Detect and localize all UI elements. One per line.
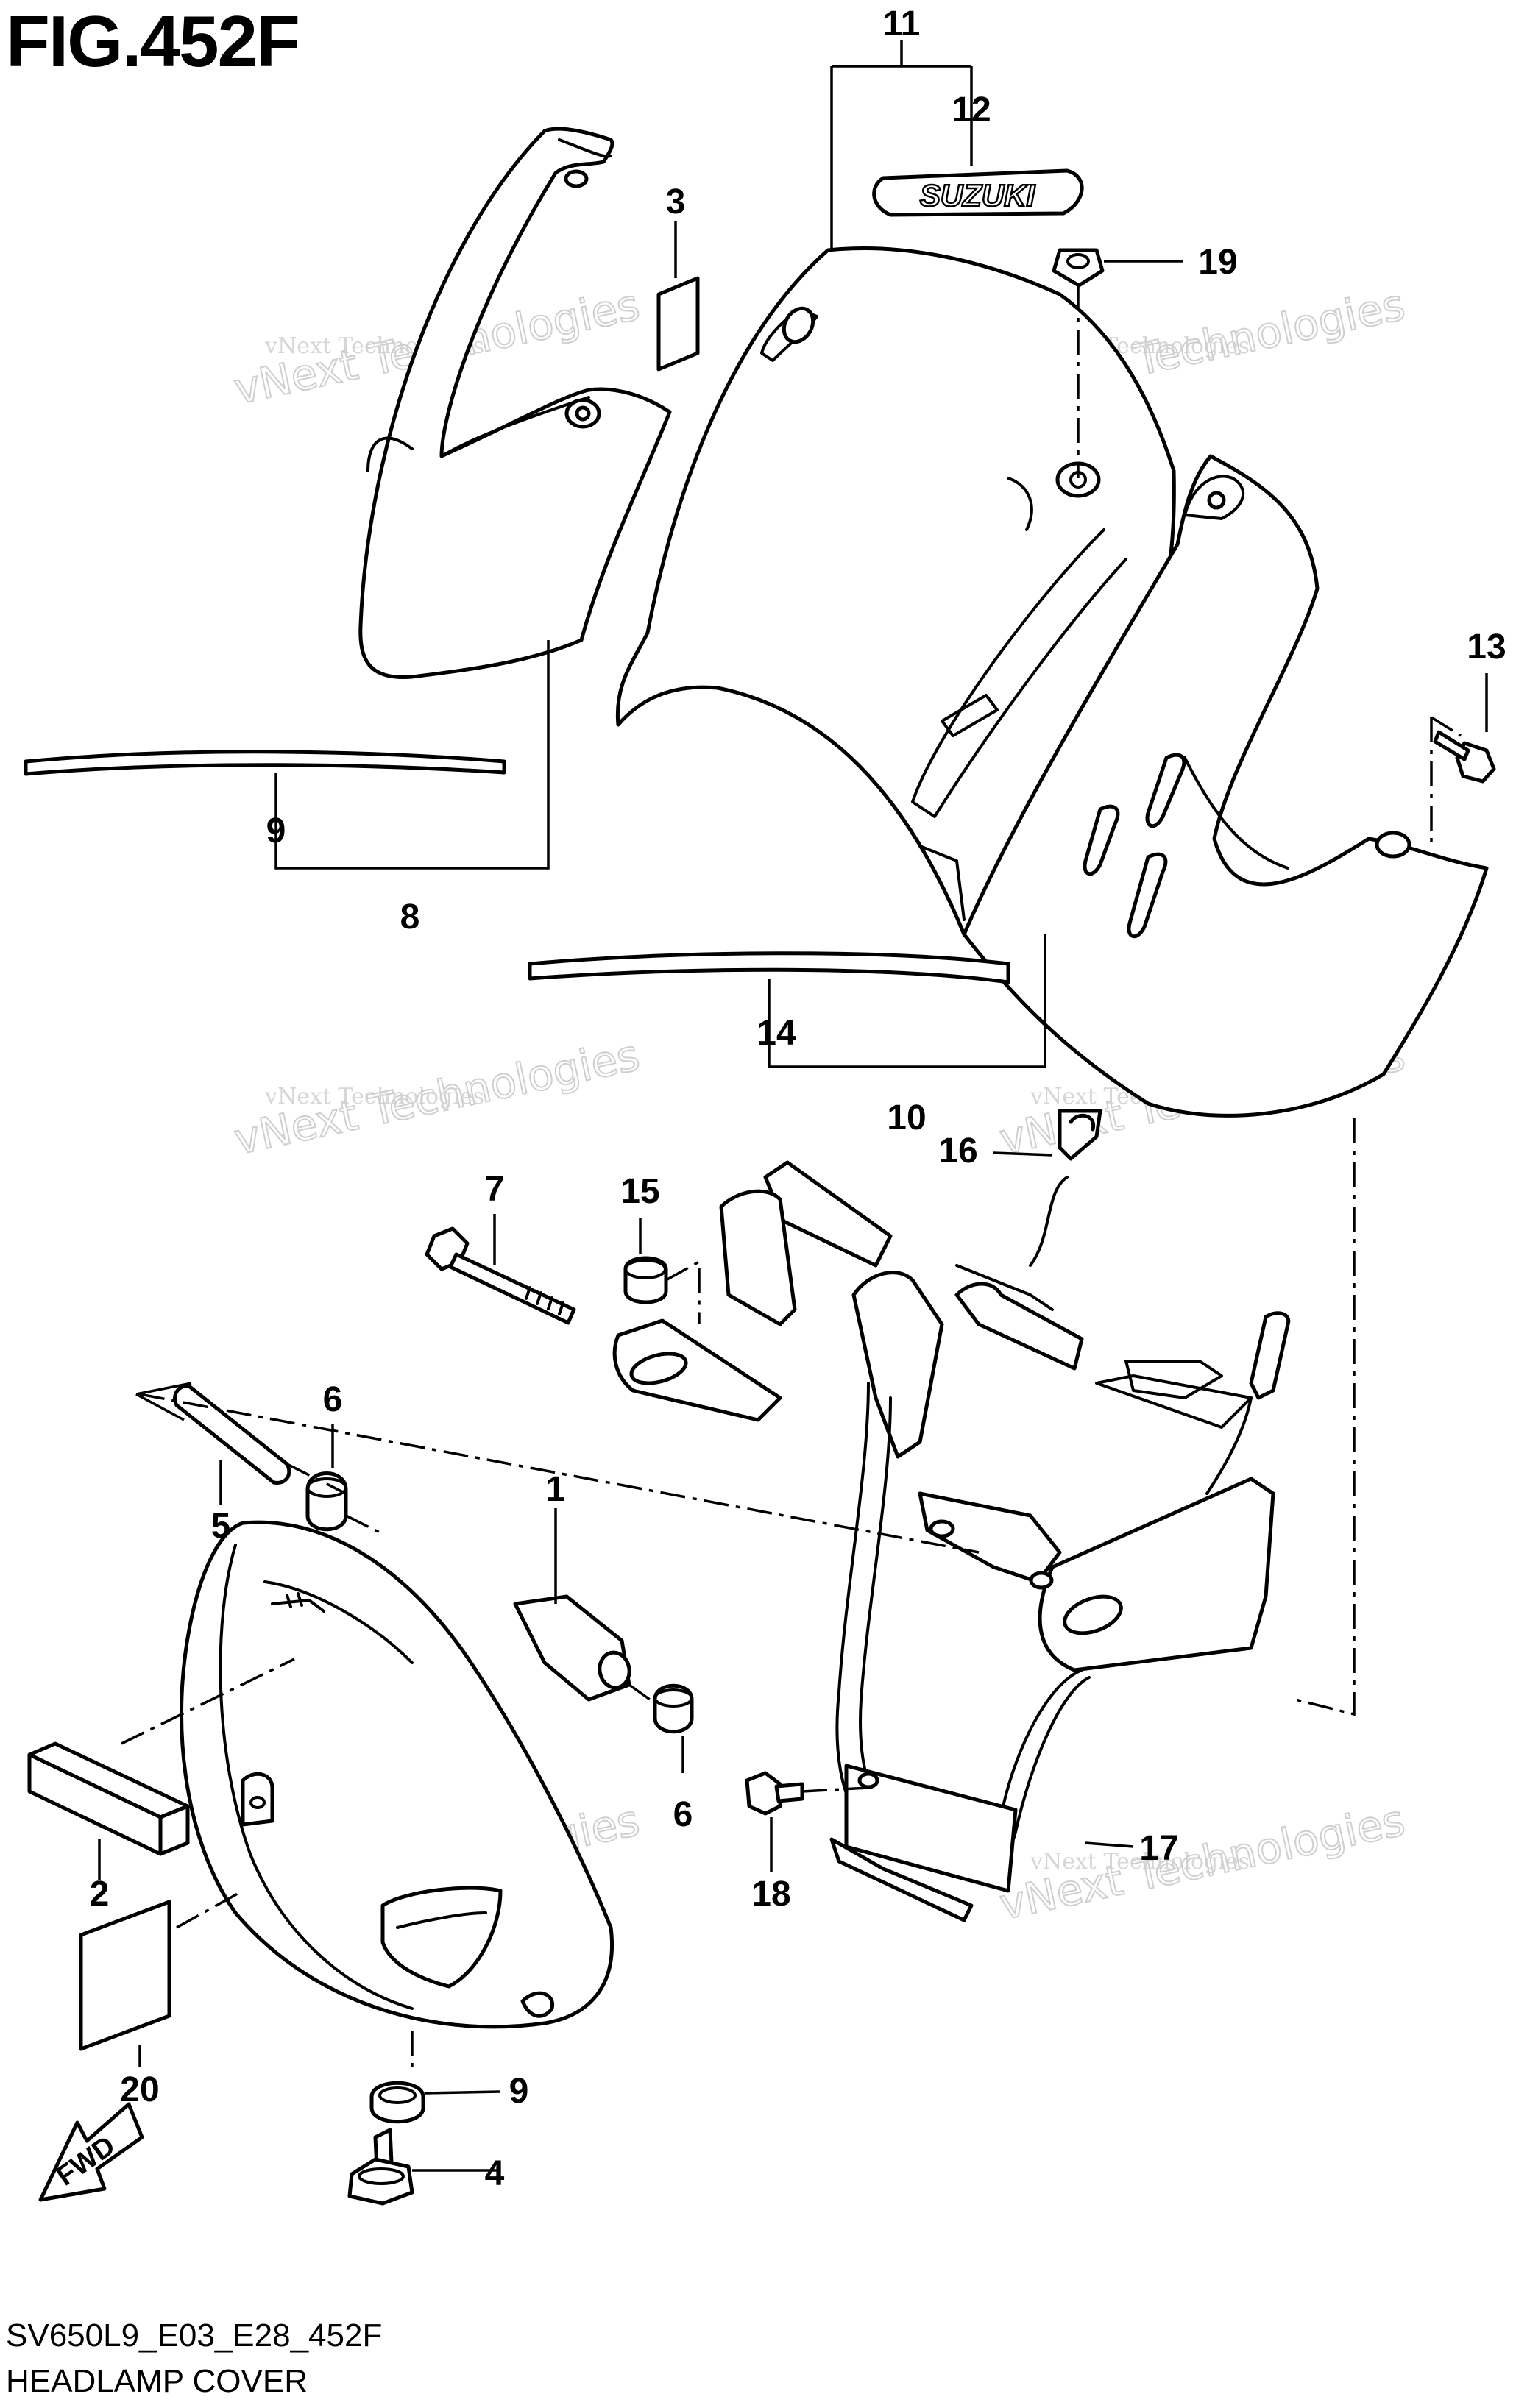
- part-label-21: [79, 1900, 171, 2051]
- callout-6-lower: 6: [673, 1795, 693, 1834]
- part-grommet-6a: [305, 1471, 348, 1532]
- leader-lines: [98, 40, 1488, 2172]
- callout-13: 11: [883, 4, 921, 43]
- callout-3: 3: [666, 182, 686, 221]
- watermark-line1: vNext Technologies: [264, 1084, 484, 1109]
- callout-6-upper: 6: [323, 1380, 343, 1419]
- watermark-line1: vNext Technologies: [1030, 1849, 1250, 1875]
- part-grommet-17: [1029, 1109, 1102, 1267]
- part-windscreen: [358, 127, 672, 680]
- figure-name: HEADLAMP COVER: [6, 2363, 308, 2399]
- callout-8: 7: [485, 1170, 505, 1209]
- part-collar-5: [173, 1384, 291, 1485]
- fwd-arrow: FWD: [38, 2102, 144, 2202]
- part-headlamp-housing: [180, 1520, 631, 2029]
- callout-15: 13: [1467, 628, 1506, 667]
- callout-9: 8: [400, 898, 420, 937]
- callout-5: 5: [211, 1507, 231, 1546]
- emblem-text: SUZUKI: [920, 178, 1036, 213]
- part-cushion-2: [27, 1741, 190, 1856]
- model-code: SV650L9_E03_E28_452F: [6, 2318, 383, 2354]
- part-bolt-4: [347, 2128, 414, 2206]
- callout-12: 14: [757, 1014, 796, 1053]
- callout-16: 15: [620, 1172, 659, 1211]
- part-label-3: [656, 276, 700, 372]
- callout-11: 10: [887, 1098, 926, 1137]
- callout-18: 17: [1139, 1829, 1178, 1868]
- callout-10: 9: [266, 811, 286, 850]
- part-fairing-panel: [962, 454, 1489, 1118]
- callout-1: 1: [546, 1470, 566, 1509]
- part-emblem: SUZUKI: [872, 168, 1084, 217]
- callout-14: 12: [952, 90, 991, 129]
- part-windscreen-trim: [24, 750, 506, 776]
- callout-19: 18: [751, 1875, 790, 1914]
- part-headlamp-bracket: [612, 1160, 1291, 1922]
- part-washer-7: [369, 2081, 425, 2124]
- part-grommet-16: [623, 1256, 668, 1304]
- part-fairing-trim: [528, 951, 1010, 984]
- callout-7: 9: [509, 2072, 529, 2111]
- part-screw-15: [1433, 730, 1496, 784]
- callout-labels: 11 12 3 19 13 9 8 14 10 16 7 15 6 1 5 6 …: [90, 4, 1506, 2193]
- callout-17: 16: [938, 1132, 977, 1171]
- part-nut-20: [1052, 248, 1105, 288]
- part-bolt-8: [425, 1226, 576, 1325]
- callout-4: 4: [485, 2154, 505, 2193]
- part-bolt-19: [745, 1771, 804, 1816]
- callout-2: 2: [90, 1875, 110, 1914]
- part-grommet-6b: [653, 1683, 694, 1734]
- callout-20: 19: [1198, 243, 1237, 282]
- figure-title: FIG.452F: [6, 1, 300, 82]
- callout-21: 20: [120, 2070, 159, 2109]
